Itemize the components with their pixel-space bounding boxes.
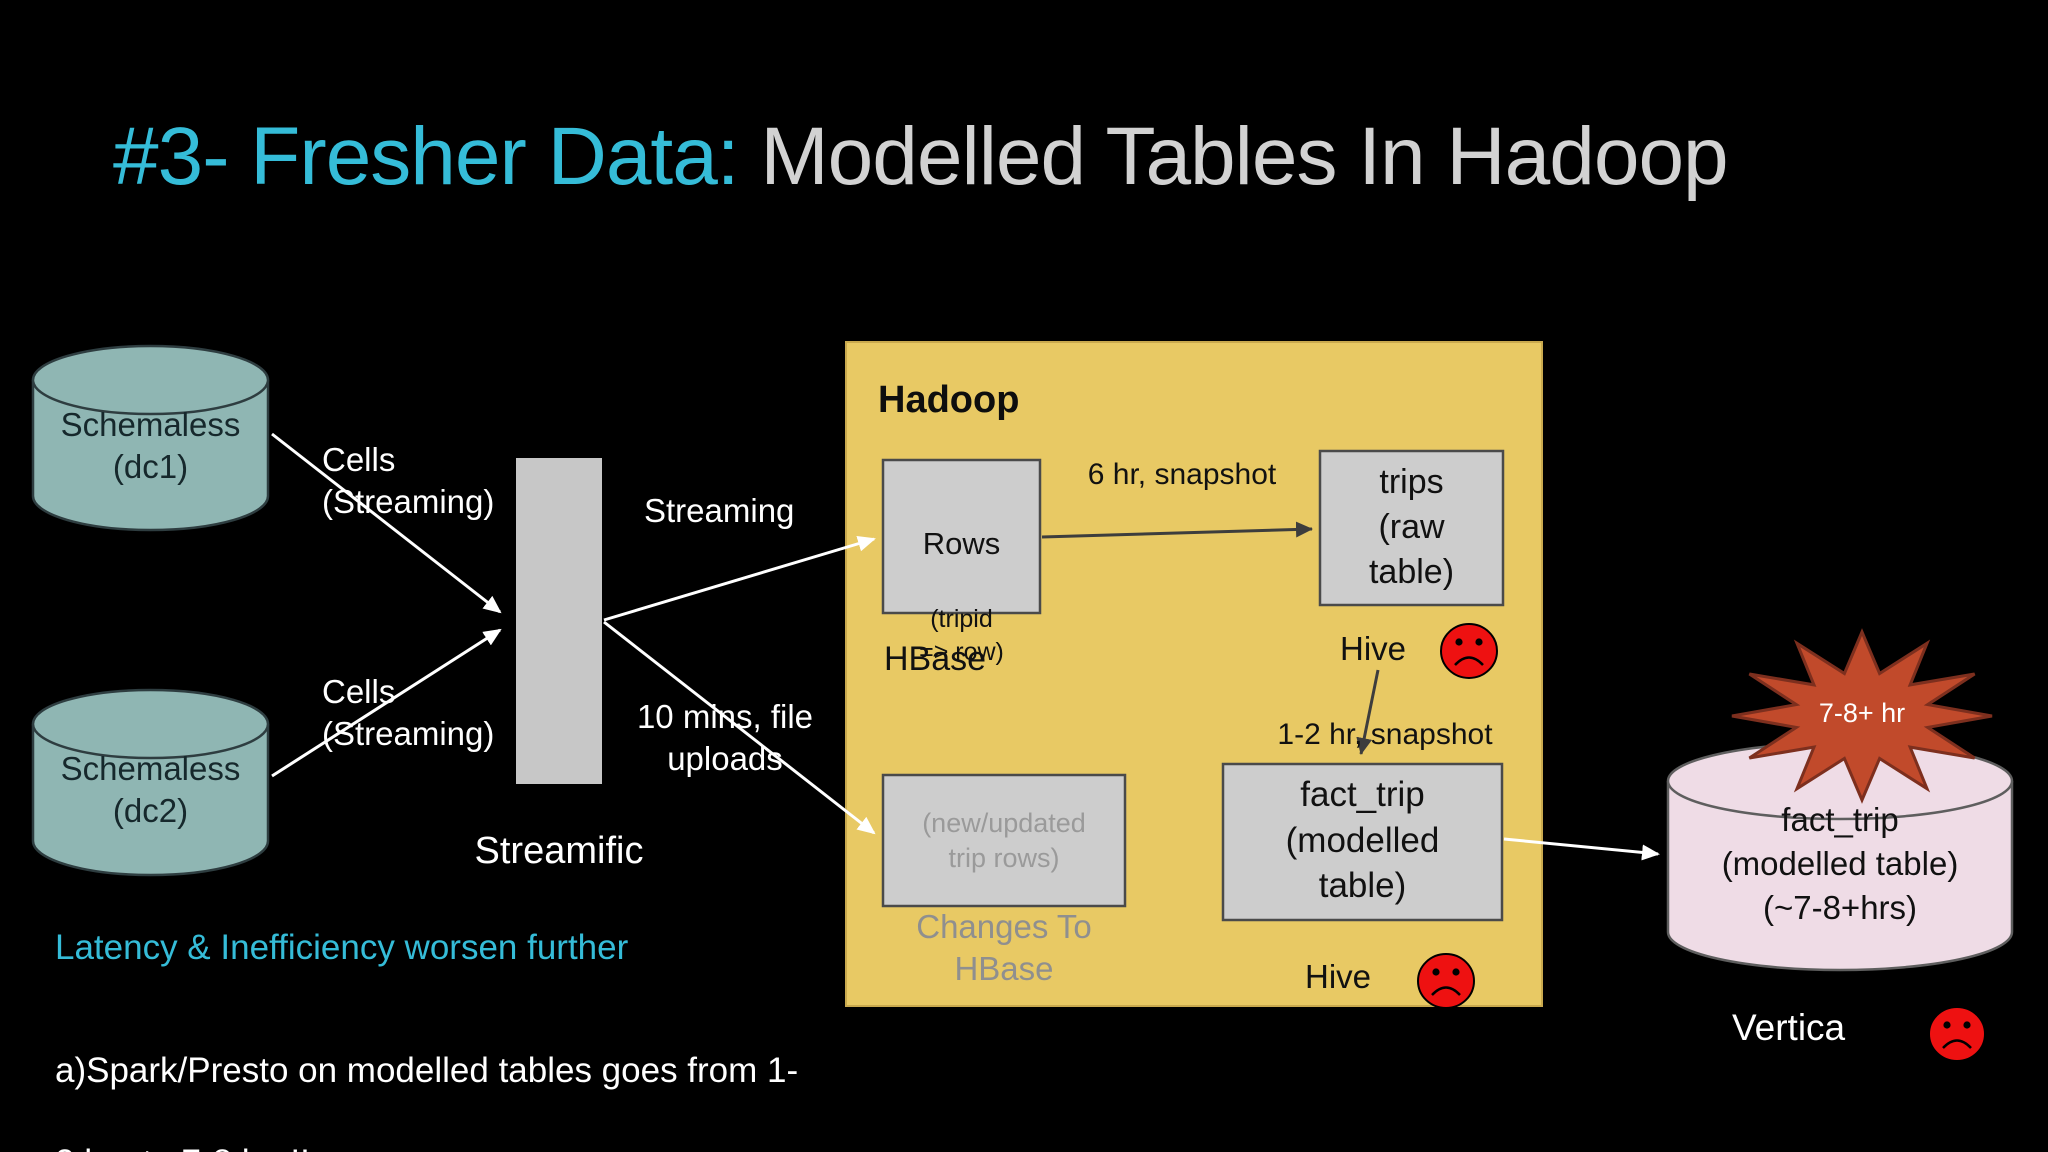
edge-label-cells-streaming-1: Cells (Streaming) xyxy=(322,441,495,521)
streamific-bar xyxy=(516,458,602,784)
sad-face-icon xyxy=(1416,952,1476,1010)
vertica-label: Vertica xyxy=(1732,1007,1846,1048)
latency-headline: Latency & Inefficiency worsen further xyxy=(55,928,629,967)
footer-note-line: 2 hrs to 7-8 hrs!! xyxy=(55,1140,798,1152)
new-updated-trip-rows-box xyxy=(881,773,1127,908)
trips-box-label: trips (raw table) xyxy=(1368,463,1455,591)
edge-label-6hr-snapshot: 6 hr, snapshot xyxy=(1087,458,1277,491)
rows-box xyxy=(881,458,1042,615)
arrow-streamific-to-rows xyxy=(603,535,876,622)
edge-label-cells-streaming-2: Cells (Streaming) xyxy=(322,673,495,753)
footer-notes: a)Spark/Presto on modelled tables goes f… xyxy=(55,1002,798,1152)
burst-label: 7-8+ hr xyxy=(1818,698,1906,728)
streamific-label: Streamific xyxy=(474,830,644,872)
schemaless-dc1-cylinder xyxy=(31,344,270,532)
hbase-label: HBase xyxy=(884,640,987,678)
hive-label-bottom: Hive xyxy=(1305,958,1372,995)
sad-face-icon xyxy=(1927,1005,1987,1063)
schemaless-dc1-label: Schemaless (dc1) xyxy=(60,406,241,486)
hadoop-label: Hadoop xyxy=(878,379,1020,421)
new-updated-box-label: (new/updated trip rows) xyxy=(922,808,1086,874)
schemaless-dc2-label: Schemaless (dc2) xyxy=(60,750,241,830)
vertica-cylinder xyxy=(1666,741,2014,972)
fact-trip-modelled-box xyxy=(1221,762,1504,922)
arrow-streamific-to-changes xyxy=(603,620,876,835)
schemaless-dc2-cylinder xyxy=(31,688,270,877)
hive-label-top: Hive xyxy=(1340,630,1407,667)
vertica-cylinder-label: fact_trip (modelled table) (~7-8+hrs) xyxy=(1721,801,1959,926)
burst-7-8hr xyxy=(1731,628,1993,804)
footer-note-line: a)Spark/Presto on modelled tables goes f… xyxy=(55,1050,799,1090)
edge-label-file-uploads: 10 mins, file uploads xyxy=(636,698,814,778)
edge-label-streaming: Streaming xyxy=(644,492,795,529)
rows-box-label: Rows (tripid => row) xyxy=(883,484,1040,708)
title-highlight: #3- Fresher Data: xyxy=(113,111,761,202)
arrow-facttrip-to-vertica xyxy=(1503,837,1660,861)
arrow-rows-to-trips xyxy=(1041,521,1313,539)
arrow-hive-to-facttrip xyxy=(1356,669,1380,755)
page-title: #3- Fresher Data: Modelled Tables In Had… xyxy=(113,111,1729,202)
rows-box-subtitle: (tripid => row) xyxy=(919,605,1004,666)
changes-to-hbase-label: Changes To HBase xyxy=(916,908,1092,987)
trips-raw-table-box xyxy=(1318,449,1505,607)
edge-label-1-2hr-snapshot: 1-2 hr, snapshot xyxy=(1277,718,1493,751)
fact-trip-box-label: fact_trip (modelled table) xyxy=(1285,775,1440,905)
title-rest: Modelled Tables In Hadoop xyxy=(760,111,1728,202)
sad-face-icon xyxy=(1439,622,1499,680)
rows-box-title: Rows xyxy=(922,525,1001,561)
arrow-dc2-to-streamific xyxy=(271,628,502,778)
arrow-dc1-to-streamific xyxy=(271,432,502,614)
